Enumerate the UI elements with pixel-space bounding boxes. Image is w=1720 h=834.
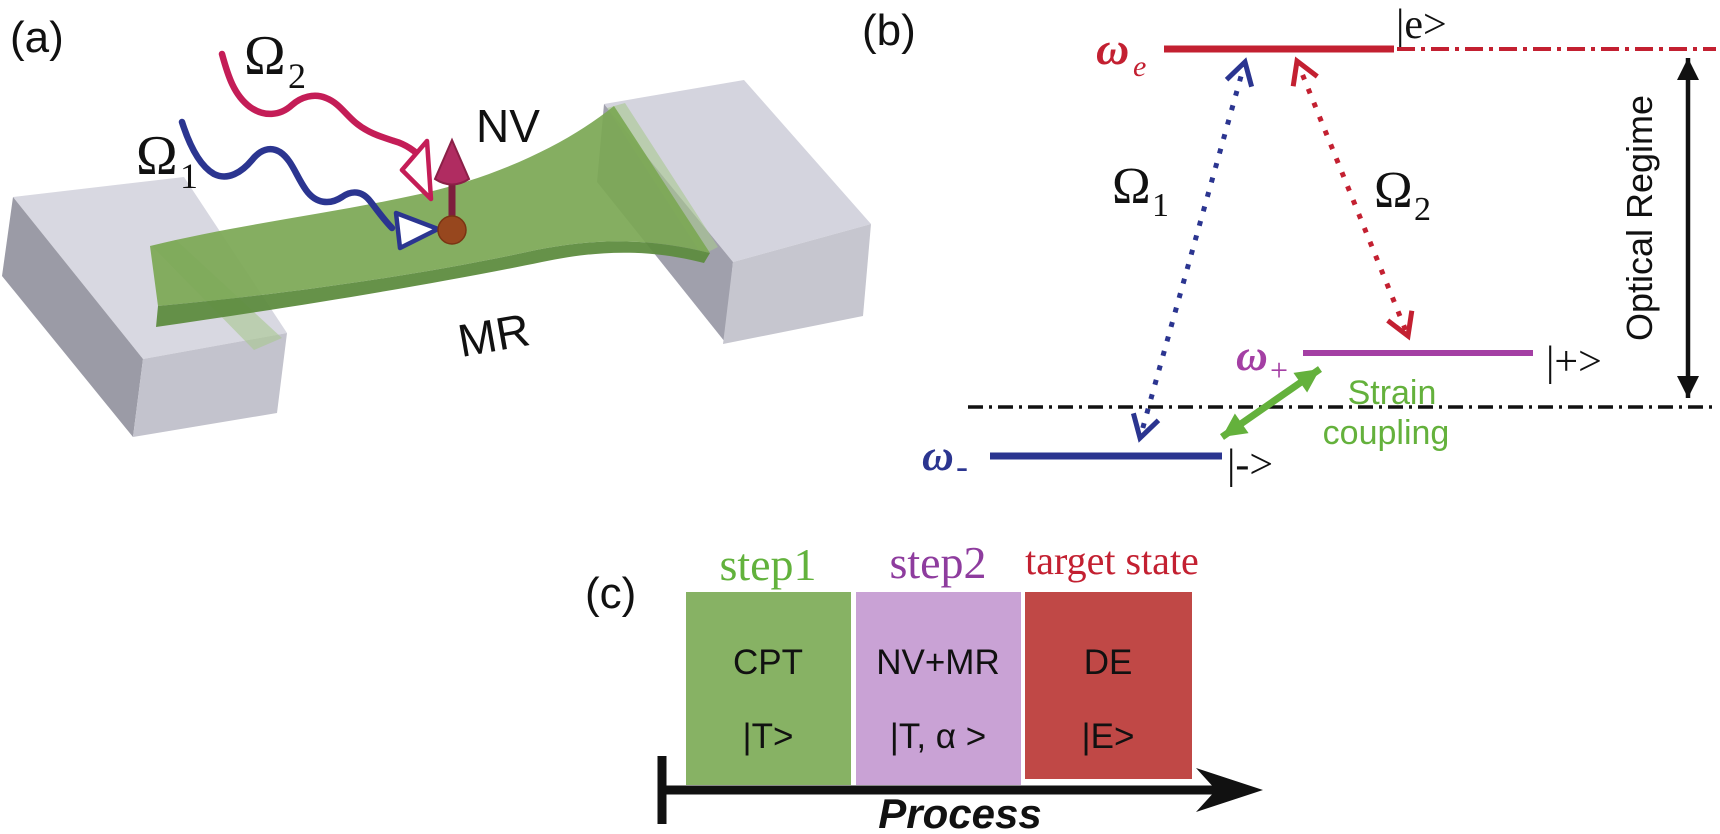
- panel-c: (c) step1 step2 target state CPT |T> NV+…: [585, 537, 1263, 834]
- omega-minus-sub: -: [956, 446, 968, 486]
- omega2-label-a: Ω: [244, 25, 286, 87]
- spin-arrow-cone: [433, 137, 471, 186]
- process-axis-label: Process: [878, 790, 1041, 834]
- beam-top-surface: [150, 106, 710, 306]
- omega1-transition-arrow: [1130, 57, 1255, 443]
- panel-a: (a) Ω 2 Ω 1 NV MR: [2, 13, 871, 437]
- optical-regime-label: Optical Regime: [1619, 95, 1660, 341]
- target-state-text: |E>: [1082, 717, 1135, 756]
- step2-box: [856, 592, 1021, 785]
- wavy-arrow-omega1: [178, 118, 441, 251]
- omega2-open-arrowhead: [399, 138, 434, 202]
- left-block-side-face: [2, 197, 143, 437]
- target-state-box: [1025, 592, 1192, 779]
- ket-minus-label: |->: [1227, 442, 1273, 488]
- omega1-sub-a: 1: [180, 156, 198, 196]
- omega2-transition-arrow: [1290, 56, 1415, 341]
- step1-state-text: |T>: [743, 717, 794, 756]
- step1-title: step1: [719, 539, 816, 590]
- beam-front-edge: [156, 241, 710, 327]
- nv-center-dot: [437, 215, 467, 245]
- strain-coupling-line1: Strain: [1348, 374, 1437, 412]
- mechanical-resonator-beam: [150, 103, 718, 350]
- omega2-sub-a: 2: [288, 56, 306, 96]
- strain-coupling-line2: coupling: [1323, 414, 1450, 452]
- right-block-top-face: [604, 80, 871, 262]
- omega-e-label: ω: [1096, 23, 1129, 74]
- panel-c-label: (c): [585, 569, 636, 618]
- omega2-sub-b: 2: [1414, 191, 1431, 228]
- ket-e-label: |e>: [1396, 2, 1447, 48]
- nv-label: NV: [476, 100, 540, 152]
- panel-b: (b) ω e |e> Ω 1 Ω 2 ω + |+> ω - |-> Stra…: [862, 2, 1716, 488]
- omega-plus-sub: +: [1270, 352, 1288, 388]
- mr-label: MR: [454, 303, 533, 367]
- step1-box: [686, 592, 851, 785]
- omega2-label-b: Ω: [1374, 162, 1413, 219]
- strain-coupling-arrow: [1220, 366, 1322, 440]
- step2-state-text: |T, α >: [890, 717, 986, 756]
- step1-process-text: CPT: [733, 643, 803, 682]
- left-block-front-face: [133, 333, 287, 437]
- process-axis-arrowhead: [1196, 768, 1263, 812]
- omega1-label-b: Ω: [1112, 158, 1151, 215]
- nv-spin-arrow: [433, 137, 471, 216]
- right-block-front-face: [723, 224, 871, 344]
- wavy-arrow-omega2: [218, 50, 434, 202]
- omega-e-sub: e: [1133, 50, 1146, 83]
- target-state-title: target state: [1025, 538, 1199, 583]
- omega1-label-a: Ω: [136, 125, 178, 187]
- omega-plus-label: ω: [1236, 331, 1268, 380]
- strain-coupling-label: Strain coupling: [1323, 374, 1450, 452]
- step2-title: step2: [889, 537, 986, 588]
- panel-b-label: (b): [862, 6, 916, 55]
- panel-a-label: (a): [10, 13, 64, 62]
- step2-process-text: NV+MR: [876, 643, 1000, 682]
- omega1-open-arrowhead: [393, 210, 441, 251]
- omega-minus-label: ω: [922, 431, 954, 480]
- ket-plus-label: |+>: [1546, 339, 1602, 385]
- omega1-sub-b: 1: [1152, 187, 1169, 224]
- target-process-text: DE: [1084, 643, 1133, 682]
